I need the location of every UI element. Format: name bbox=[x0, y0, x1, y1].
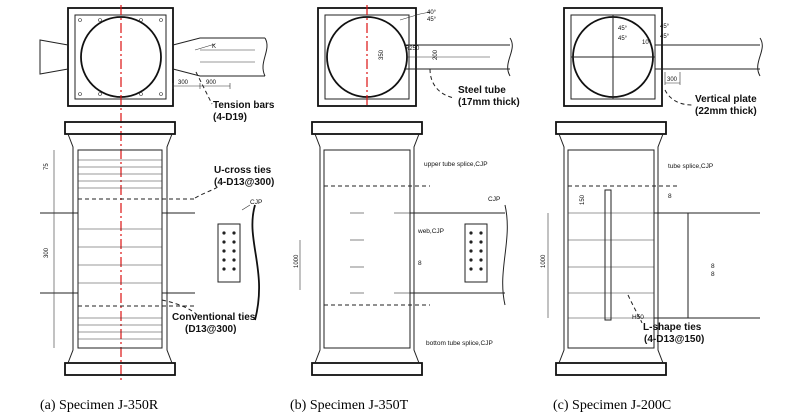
conventional-ties-label: Conventional ties bbox=[172, 312, 256, 323]
cjp-label-b: CJP bbox=[488, 196, 500, 203]
upper-splice-label: upper tube splice,CJP bbox=[424, 161, 488, 168]
angle-45-b: 45° bbox=[427, 17, 437, 23]
dim-1000-c: 1000 bbox=[541, 254, 547, 268]
caption-a: (a) Specimen J-350R bbox=[40, 398, 159, 413]
panel-c: 300 45° 45° 45° 45° 10° Vertical plate (… bbox=[541, 7, 763, 376]
caption-b: (b) Specimen J-350T bbox=[290, 398, 409, 413]
vertical-plate-c bbox=[604, 189, 612, 321]
tension-bars-label: Tension bars bbox=[213, 100, 275, 111]
angle-45d-c: 45° bbox=[660, 34, 670, 40]
lower-splice-label: bottom tube splice,CJP bbox=[426, 340, 493, 347]
panel-a-plan: 300 900 K bbox=[39, 7, 268, 107]
angle-40-b: 40° bbox=[427, 10, 437, 16]
leader-tension bbox=[195, 71, 213, 105]
steel-tube-spec: (17mm thick) bbox=[458, 97, 520, 108]
dim-300-c: 300 bbox=[667, 77, 678, 83]
splice-plate-a bbox=[217, 223, 241, 283]
panel-b: 40° 45° R250 350 200 Steel tube (17mm th… bbox=[294, 5, 520, 376]
leader-conventional bbox=[161, 299, 199, 317]
u-cross-ties-label: U-cross ties bbox=[214, 165, 272, 176]
dim-200-b: 200 bbox=[433, 49, 439, 60]
web-cjp-label: web,CJP bbox=[417, 228, 444, 235]
steel-tube-label: Steel tube bbox=[458, 85, 506, 96]
caption-c: (c) Specimen J-200C bbox=[553, 398, 671, 413]
panel-a: 300 900 K bbox=[39, 5, 275, 380]
fillet-label2-c: 8 bbox=[711, 271, 715, 278]
leader-vertical-plate bbox=[664, 89, 693, 106]
l-shape-ties-spec: (4-D13@150) bbox=[644, 334, 704, 345]
panel-a-elevation: 75 300 CJP bbox=[40, 121, 262, 376]
dim-150-c: 150 bbox=[580, 194, 586, 205]
l-shape-ties-label: L-shape ties bbox=[643, 322, 702, 333]
leader-steel-tube bbox=[429, 68, 455, 99]
angle-45a-c: 45° bbox=[618, 26, 628, 32]
fillet-b: 8 bbox=[418, 260, 422, 267]
r250-b: R250 bbox=[405, 46, 420, 52]
panel-b-elevation: 1000 upper tube splice,CJP bottom tube s… bbox=[294, 121, 508, 376]
angle-45c-c: 45° bbox=[660, 24, 670, 30]
fillet-c: 8 bbox=[668, 193, 672, 200]
leader-ucross bbox=[194, 184, 221, 199]
dim-350-b: 350 bbox=[379, 49, 385, 60]
dim-900-a: 900 bbox=[206, 80, 217, 86]
tension-bars-spec: (4-D19) bbox=[213, 112, 247, 123]
conventional-ties-spec: (D13@300) bbox=[185, 324, 236, 335]
angle-45b-c: 45° bbox=[618, 36, 628, 42]
k-mark-a: K bbox=[212, 44, 216, 50]
angle-10-c: 10° bbox=[642, 40, 652, 46]
fillet-label-c: 8 bbox=[711, 263, 715, 270]
panel-c-plan: 300 45° 45° 45° 45° 10° bbox=[563, 7, 763, 107]
dim-300-a: 300 bbox=[178, 80, 189, 86]
panel-c-elevation: 1000 150 tube splice,CJP 8 8 8 H50 bbox=[541, 121, 760, 376]
dim-75-a: 75 bbox=[44, 163, 50, 170]
vertical-plate-spec: (22mm thick) bbox=[695, 106, 757, 117]
leader-l-shape bbox=[627, 294, 643, 324]
tube-splice-label: tube splice,CJP bbox=[668, 163, 713, 170]
splice-plate-b bbox=[464, 223, 488, 283]
dim-300-av: 300 bbox=[44, 247, 50, 258]
panel-b-plan: 40° 45° R250 350 200 bbox=[317, 5, 513, 108]
dim-1000-b: 1000 bbox=[294, 254, 300, 268]
u-cross-ties-spec: (4-D13@300) bbox=[214, 177, 274, 188]
cjp-label-a: CJP bbox=[250, 199, 262, 206]
h50-label: H50 bbox=[632, 314, 644, 321]
vertical-plate-label: Vertical plate bbox=[695, 94, 757, 105]
